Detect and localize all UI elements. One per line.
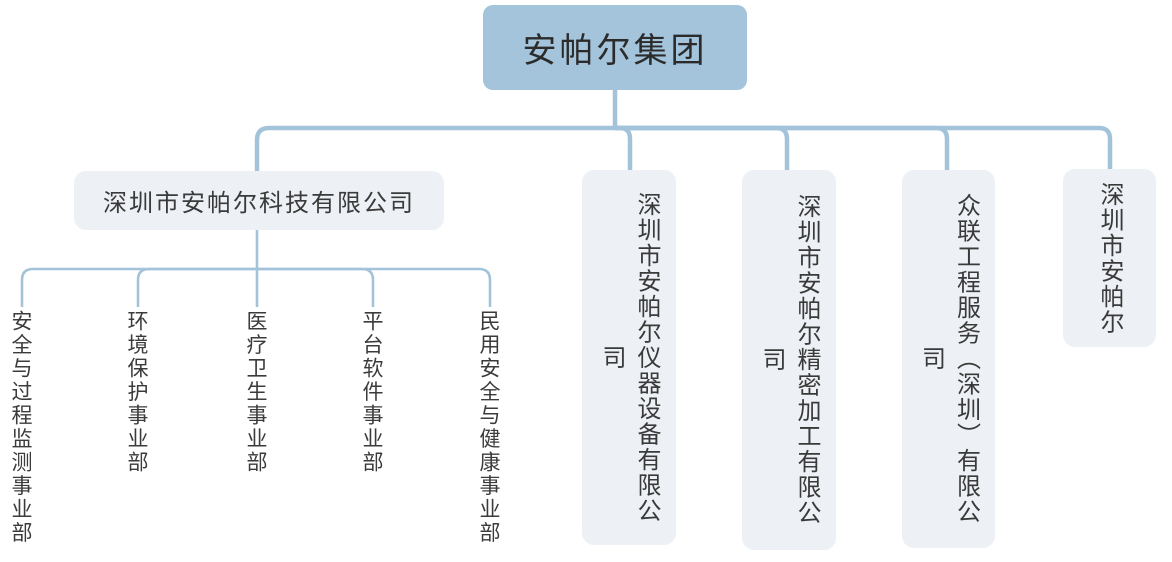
- connector-to-dept-5: [257, 267, 492, 307]
- department-label-environment: 环境保护事业部: [125, 310, 148, 475]
- department-label-medical: 医疗卫生事业部: [244, 310, 267, 475]
- root-node: 安帕尔集团: [483, 5, 747, 90]
- connector-to-dept-4: [257, 267, 375, 307]
- connector-to-sub-3: [615, 125, 790, 172]
- department-label-safety-process: 安全与过程监测事业部: [9, 310, 32, 545]
- department-label-platform-software: 平台软件事业部: [360, 310, 383, 475]
- connector-to-dept-2: [136, 267, 257, 307]
- connector-to-sub-5: [615, 125, 1113, 170]
- subsidiary-node-anpaer: 深圳市安帕尔: [1063, 169, 1156, 347]
- subsidiary-node-yiqi-shebei: 深圳市安帕尔仪器设备有限公司: [582, 170, 676, 545]
- subsidiary-node-zhonglian: 众联工程服务（深圳）有限公司: [902, 170, 995, 548]
- subsidiary-node-keji: 深圳市安帕尔科技有限公司: [74, 171, 444, 230]
- connector-to-sub-2: [615, 125, 633, 172]
- department-label-civil-health: 民用安全与健康事业部: [477, 310, 500, 545]
- subsidiary-node-jingmi-jiagong: 深圳市安帕尔精密加工有限公司: [742, 170, 836, 550]
- connector-to-dept-1: [20, 267, 257, 307]
- connector-to-sub-1: [254, 125, 615, 172]
- connector-to-sub-4: [615, 125, 950, 171]
